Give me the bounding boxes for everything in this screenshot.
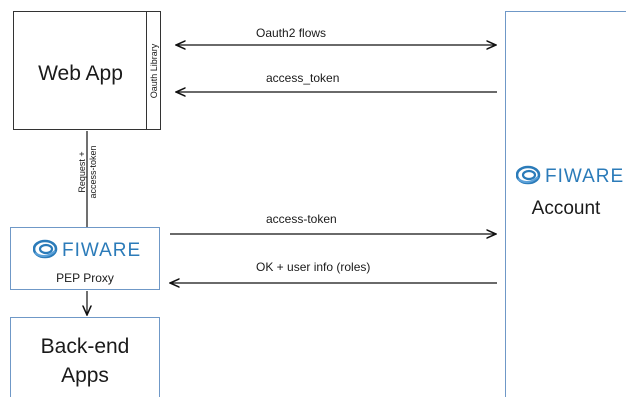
pep-proxy-label: PEP Proxy bbox=[56, 271, 114, 285]
backend-apps-box: Back-end Apps bbox=[10, 317, 160, 397]
backend-title-line1: Back-end bbox=[40, 335, 130, 358]
access-token-request-label: access-token bbox=[266, 212, 337, 226]
request-access-token-label: Request + access-token bbox=[77, 145, 99, 198]
account-label: Account bbox=[531, 198, 601, 219]
web-app-box: Web App Oauth Library bbox=[13, 11, 161, 130]
svg-text:FIWARE: FIWARE bbox=[62, 240, 141, 260]
access-token-response-label: access_token bbox=[266, 71, 340, 85]
oauth-library-strip: Oauth Library bbox=[146, 12, 160, 129]
user-info-response-label: OK + user info (roles) bbox=[256, 260, 371, 274]
fiware-logo: FIWARE bbox=[32, 238, 143, 261]
fiware-logo: FIWARE bbox=[515, 164, 626, 187]
web-app-title: Web App bbox=[38, 62, 123, 85]
svg-text:FIWARE: FIWARE bbox=[545, 166, 624, 186]
account-box: FIWARE Account bbox=[505, 11, 626, 397]
backend-title-line2: Apps bbox=[61, 364, 109, 387]
fiware-swirl-icon: FIWARE bbox=[515, 165, 624, 187]
request-line2: access-token bbox=[88, 145, 98, 199]
fiware-swirl-icon: FIWARE bbox=[32, 239, 141, 261]
pep-proxy-box: FIWARE PEP Proxy bbox=[10, 227, 160, 290]
oauth2-flows-label: Oauth2 flows bbox=[256, 26, 327, 40]
oauth-library-label: Oauth Library bbox=[148, 43, 159, 98]
request-line1: Request + bbox=[77, 151, 87, 193]
